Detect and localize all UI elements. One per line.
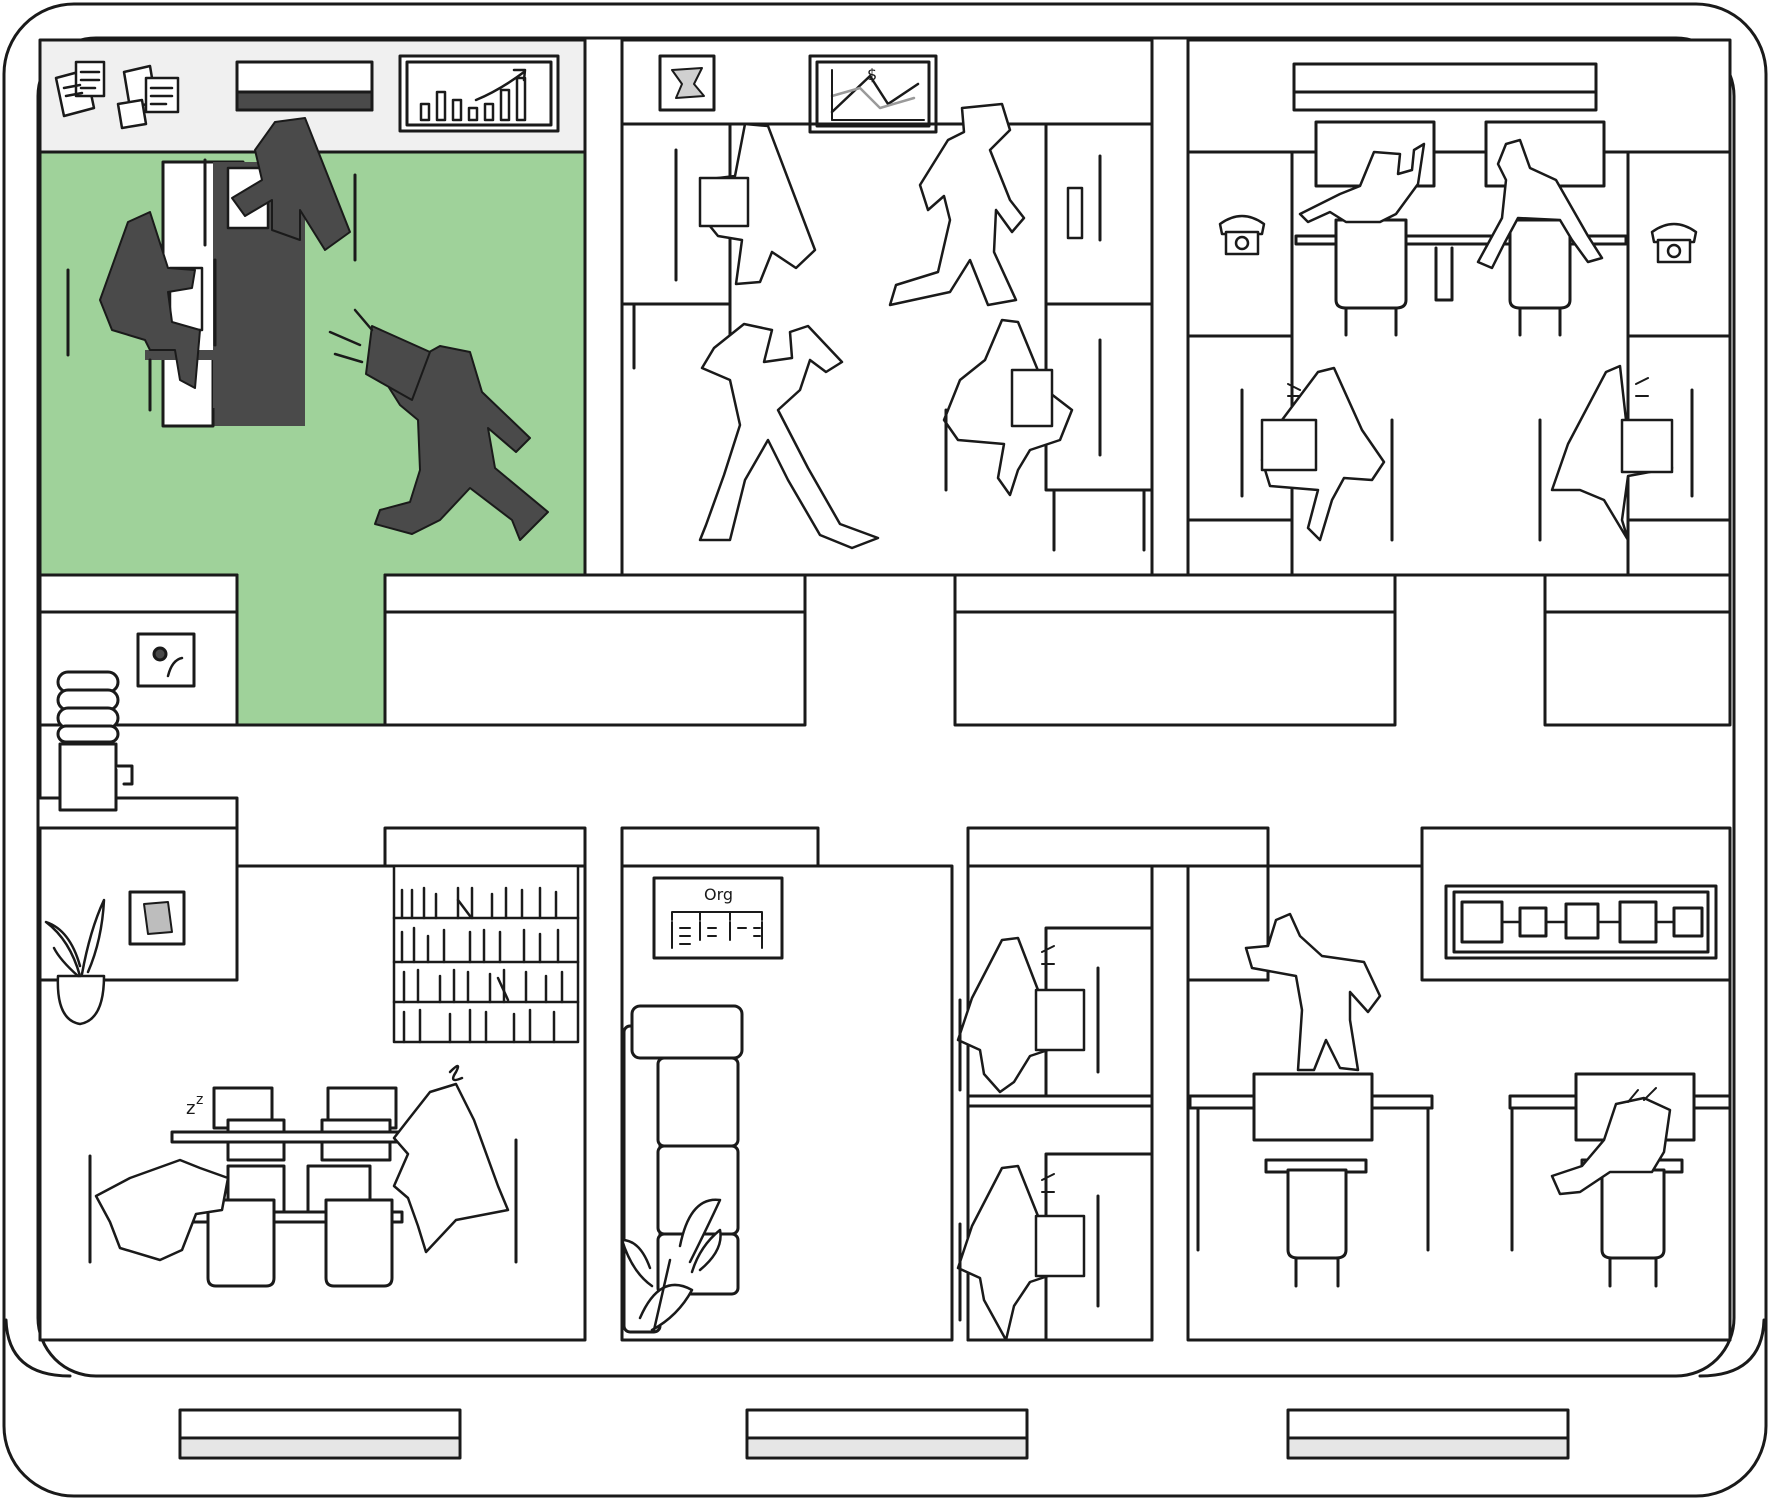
org-chart-frame: Org <box>652 876 784 960</box>
sleeping-worker-figure <box>94 1158 230 1262</box>
corridor-partitions <box>38 573 1732 727</box>
sofa-icon <box>622 1004 744 1334</box>
pantry <box>38 610 239 830</box>
sleep-z-icon: z <box>196 1092 203 1108</box>
org-chart-title: Org <box>704 885 733 904</box>
corridor-cubicles <box>956 826 1270 1342</box>
water-cooler-icon <box>56 670 134 812</box>
telephone-icon <box>1218 214 1266 256</box>
plant-icon <box>620 1198 722 1332</box>
sleep-z-icon: z <box>186 1098 195 1119</box>
bottom-right-room <box>1186 826 1732 1342</box>
building-base-line <box>4 1318 72 1378</box>
telephone-icon <box>1650 222 1698 264</box>
frame-icon <box>128 890 186 946</box>
lounge: Org <box>620 826 954 1342</box>
highlighted-room <box>38 38 587 727</box>
bar-chart-icon <box>398 54 560 133</box>
plant-icon <box>44 898 106 1026</box>
dark-worker-figures <box>99 117 549 541</box>
worker-figure <box>942 318 1074 497</box>
document-icon <box>54 60 180 130</box>
flow-diagram-icon <box>1444 884 1718 960</box>
top-right-room <box>1186 38 1732 577</box>
library-room: z z <box>38 826 587 1342</box>
frame-icon <box>136 632 196 688</box>
building-inner-wall <box>36 36 1736 1378</box>
line-chart-icon: $ <box>808 54 938 134</box>
phone-talking-figure <box>888 102 1026 307</box>
finance-chart-symbol: $ <box>867 65 877 84</box>
stressed-worker-figure <box>1550 1096 1672 1196</box>
top-middle-room: $ <box>620 38 1154 577</box>
bookshelf-icon <box>392 864 580 1044</box>
strong-man-figure <box>698 322 880 550</box>
worker-figure <box>1298 142 1426 224</box>
desk-cluster <box>88 1086 518 1288</box>
phone-talking-figure <box>1244 912 1382 1072</box>
worker-figure <box>1476 138 1604 270</box>
worker-figure <box>392 1082 510 1254</box>
building-base-line-right <box>1698 1318 1766 1378</box>
frame-icon <box>658 54 716 112</box>
front-windows <box>178 1408 1570 1460</box>
